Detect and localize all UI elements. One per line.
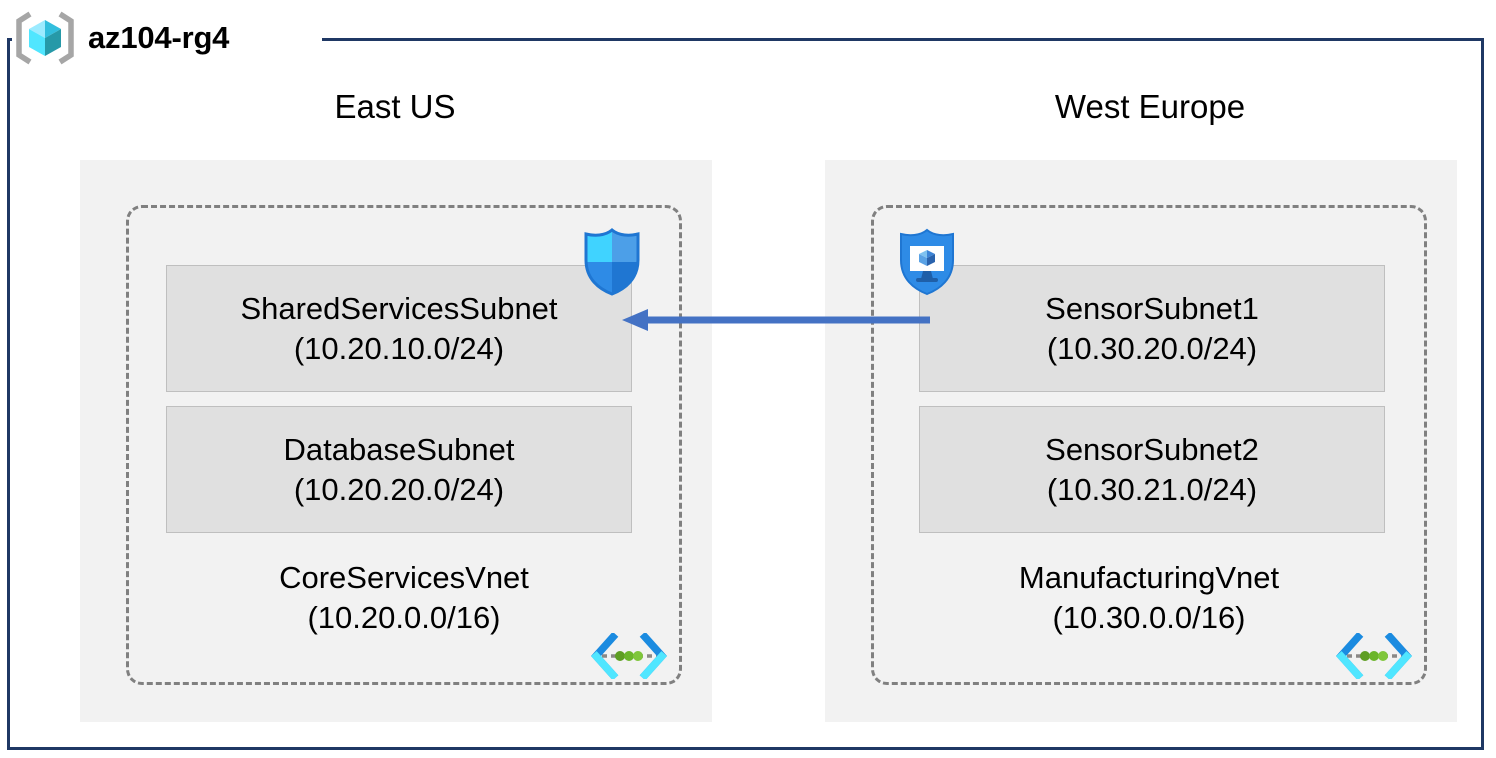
subnet-sharedservicessubnet[interactable]: SharedServicesSubnet (10.20.10.0/24) <box>166 265 632 392</box>
vnet-caption-coreservicesvnet: CoreServicesVnet (10.20.0.0/16) <box>129 558 679 637</box>
resource-group-name: az104-rg4 <box>88 20 230 55</box>
vnet-name: ManufacturingVnet <box>1018 560 1280 595</box>
region-label-west-europe: West Europe <box>1054 88 1246 125</box>
subnet-cidr: (10.30.20.0/24) <box>1046 330 1258 366</box>
subnet-cidr: (10.30.21.0/24) <box>1046 471 1258 507</box>
vnet-caption-manufacturingvnet: ManufacturingVnet (10.30.0.0/16) <box>874 558 1424 637</box>
subnet-name: SensorSubnet2 <box>1045 432 1259 468</box>
vnet-cidr: (10.20.0.0/16) <box>307 599 501 635</box>
subnet-sensorsubnet2[interactable]: SensorSubnet2 (10.30.21.0/24) <box>919 406 1385 533</box>
subnet-name: SharedServicesSubnet <box>240 291 558 327</box>
subnet-cidr: (10.20.10.0/24) <box>293 330 505 366</box>
region-label-east-us: East US <box>334 88 456 125</box>
azure-resource-group-icon <box>14 11 76 65</box>
vnet-manufacturingvnet[interactable]: SensorSubnet1 (10.30.20.0/24) SensorSubn… <box>871 205 1427 685</box>
resource-group-title-notch <box>12 26 322 52</box>
subnet-cidr: (10.20.20.0/24) <box>293 471 505 507</box>
vnet-name: CoreServicesVnet <box>279 560 529 595</box>
vnet-cidr: (10.30.0.0/16) <box>1052 599 1246 635</box>
virtual-network-icon <box>590 631 668 681</box>
subnet-name: DatabaseSubnet <box>283 432 515 468</box>
resource-group-frame <box>7 38 1484 750</box>
resource-group-title: az104-rg4 <box>14 8 229 68</box>
vnet-coreservicesvnet[interactable]: SharedServicesSubnet (10.20.10.0/24) Dat… <box>126 205 682 685</box>
subnet-sensorsubnet1[interactable]: SensorSubnet1 (10.30.20.0/24) <box>919 265 1385 392</box>
subnet-name: SensorSubnet1 <box>1045 291 1259 327</box>
virtual-network-icon <box>1335 631 1413 681</box>
subnet-databasesubnet[interactable]: DatabaseSubnet (10.20.20.0/24) <box>166 406 632 533</box>
